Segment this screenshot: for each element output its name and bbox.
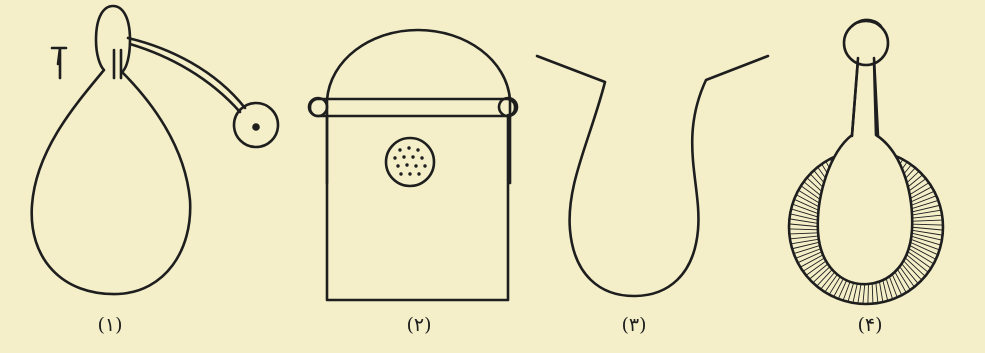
figure-1-tube-lower [128, 42, 242, 114]
ring-hatch-line [907, 240, 938, 255]
ring-hatch-line [909, 226, 943, 231]
figure-1-disc-center [252, 123, 260, 131]
ring-hatch-line [908, 235, 941, 246]
ring-hatch-line [908, 237, 940, 251]
figure-1-flask-outline [30, 4, 192, 296]
ring-hatch-line [909, 232, 942, 241]
ring-hatch-line [909, 223, 943, 226]
figure-2-bar [308, 97, 517, 118]
figure-2-body [325, 113, 510, 302]
figure-1-flask [30, 4, 280, 296]
figure-2-bar-left-knob [307, 96, 329, 118]
figure-2-container [307, 28, 519, 302]
figure-2-caption: (۲) [406, 314, 432, 336]
figure-1-right-flange [112, 48, 123, 80]
ring-hatch-line [909, 219, 943, 222]
ring-hatch-line [908, 214, 942, 219]
figure-2-perforations [393, 146, 427, 176]
figure-2-perforated-disc [384, 136, 436, 188]
ring-hatch-line [905, 246, 934, 264]
figure-4-caption: (۴) [857, 314, 883, 336]
figure-4-neck [850, 56, 880, 138]
figure-3-vessel-outline [535, 54, 770, 298]
ring-hatch-line [906, 243, 936, 260]
figure-4-top-knob [842, 19, 890, 67]
ring-hatch-line [909, 229, 943, 236]
figure-1-tube [126, 36, 247, 110]
figure-3-caption: (۳) [621, 314, 647, 336]
ring-hatch-line [908, 209, 941, 217]
figure-1-left-flange [50, 46, 68, 80]
figure-4-bulb-ring [787, 18, 945, 306]
figure-2-dome [325, 28, 512, 185]
figure-1-disc [232, 101, 280, 149]
figure-3-vessel [535, 54, 770, 298]
figure-1-caption: (۱) [97, 314, 123, 336]
